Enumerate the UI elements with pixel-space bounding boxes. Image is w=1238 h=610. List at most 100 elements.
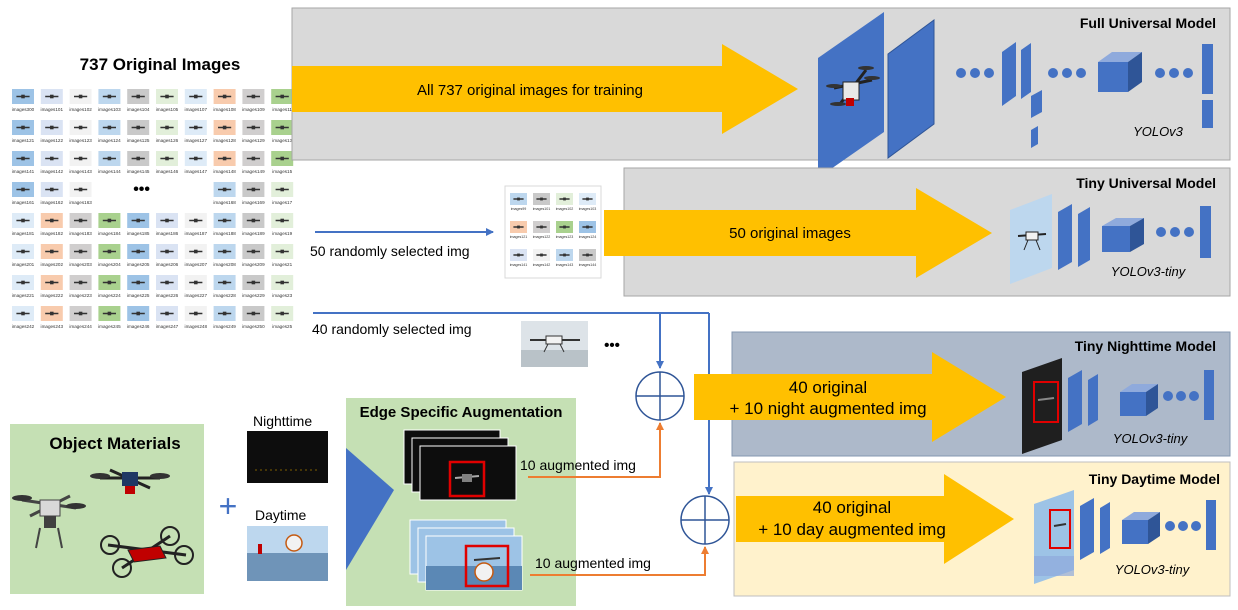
night-arrow-line2: + 10 night augmented img xyxy=(729,399,926,418)
image-thumbnail-label: images148 xyxy=(213,169,236,174)
image-thumbnail-label: images142 xyxy=(533,263,551,267)
image-thumbnail-label: images247 xyxy=(156,324,179,329)
image-thumbnail-label: images201 xyxy=(12,262,35,267)
image-thumbnail: images143 xyxy=(556,249,573,267)
image-thumbnail: images223 xyxy=(69,275,92,298)
full-model-network-label: YOLOv3 xyxy=(1133,124,1184,139)
image-thumbnail: images126 xyxy=(156,120,179,143)
image-thumbnail-label: images141 xyxy=(510,263,528,267)
image-thumbnail: images246 xyxy=(127,306,150,329)
image-thumbnail-label: images109 xyxy=(242,107,265,112)
image-thumbnail-label: images185 xyxy=(127,231,150,236)
image-thumbnail-label: images229 xyxy=(242,293,265,298)
forty-input-label: 40 randomly selected img xyxy=(312,321,472,337)
drone-image xyxy=(1017,231,1047,251)
daytime-label: Daytime xyxy=(255,507,307,523)
image-thumbnail-label: images223 xyxy=(69,293,92,298)
image-thumbnail-label: images226 xyxy=(156,293,179,298)
tiny-universal-title: Tiny Universal Model xyxy=(1076,175,1216,191)
forty-sample-image xyxy=(521,321,588,367)
image-thumbnail-label: images244 xyxy=(69,324,92,329)
image-thumbnail-label: images122 xyxy=(41,138,64,143)
image-thumbnail-label: images13 xyxy=(272,138,292,143)
image-thumbnail: images146 xyxy=(156,151,179,174)
full-model-arrow-label: All 737 original images for training xyxy=(417,82,643,99)
image-thumbnail: images228 xyxy=(213,275,236,298)
image-thumbnail-label: images248 xyxy=(185,324,208,329)
image-thumbnail: images141 xyxy=(12,151,35,174)
full-model-arrow xyxy=(292,44,798,134)
image-thumbnail-label: images129 xyxy=(242,138,265,143)
image-thumbnail-label: images206 xyxy=(156,262,179,267)
image-thumbnail: images122 xyxy=(533,221,550,239)
image-thumbnail-label: images144 xyxy=(98,169,121,174)
source-title: 737 Original Images xyxy=(80,55,241,74)
night-model-arrow xyxy=(694,352,1006,442)
image-thumbnail-label: images227 xyxy=(185,293,208,298)
image-thumbnail-label: images161 xyxy=(12,200,35,205)
image-thumbnail: images128 xyxy=(213,120,236,143)
image-thumbnail: images17 xyxy=(271,182,294,205)
image-thumbnail: images143 xyxy=(69,151,92,174)
image-thumbnail: images186 xyxy=(156,213,179,236)
night-arrow-line1: 40 original xyxy=(789,378,867,397)
image-thumbnail-label: images204 xyxy=(98,262,121,267)
image-thumbnail: images300 xyxy=(12,89,35,112)
day-model-arrow xyxy=(736,474,1014,564)
image-thumbnail-label: images146 xyxy=(156,169,179,174)
image-thumbnail: images102 xyxy=(69,89,92,112)
yolov3-tiny-network xyxy=(1010,194,1211,284)
image-thumbnail: images144 xyxy=(579,249,597,267)
image-thumbnail: images161 xyxy=(12,182,35,205)
plus-sign: + xyxy=(219,488,238,524)
tiny-universal-network-label: YOLOv3-tiny xyxy=(1111,264,1187,279)
image-thumbnail-label: images11 xyxy=(272,107,292,112)
image-thumbnail-label: images207 xyxy=(185,262,208,267)
image-thumbnail-label: images121 xyxy=(510,235,528,239)
image-thumbnail: images123 xyxy=(69,120,92,143)
drone-image xyxy=(90,468,170,494)
image-thumbnail: images168 xyxy=(213,182,236,205)
image-thumbnail-label: images23 xyxy=(272,293,292,298)
image-thumbnail-label: images144 xyxy=(579,263,597,267)
drone-image xyxy=(826,66,880,106)
image-thumbnail: images189 xyxy=(242,213,265,236)
image-thumbnail: images207 xyxy=(185,244,208,267)
image-thumbnail: images204 xyxy=(98,244,121,267)
image-thumbnail: images182 xyxy=(41,213,63,236)
image-thumbnail: images202 xyxy=(41,244,63,267)
image-thumbnail-label: images126 xyxy=(156,138,179,143)
grid-ellipsis: ••• xyxy=(133,181,150,198)
image-thumbnail: images109 xyxy=(242,89,265,112)
full-model-title: Full Universal Model xyxy=(1080,15,1216,31)
image-thumbnail-label: images245 xyxy=(98,324,121,329)
image-thumbnail-label: images21 xyxy=(272,262,292,267)
image-thumbnail: images102 xyxy=(556,193,573,211)
image-thumbnail-label: images103 xyxy=(98,107,121,112)
image-thumbnail: images229 xyxy=(242,275,265,298)
image-thumbnail-label: images225 xyxy=(127,293,150,298)
image-thumbnail-label: images15 xyxy=(272,169,292,174)
image-thumbnail-label: images250 xyxy=(242,324,265,329)
image-thumbnail: images141 xyxy=(510,249,528,267)
day-augmented-stack xyxy=(409,519,523,591)
image-thumbnail: images227 xyxy=(185,275,208,298)
image-thumbnail: images124 xyxy=(98,120,121,143)
image-thumbnail: images162 xyxy=(41,182,63,205)
image-thumbnail-label: images104 xyxy=(127,107,150,112)
image-thumbnail: images184 xyxy=(98,213,121,236)
night-model-network-label: YOLOv3-tiny xyxy=(1113,431,1189,446)
image-thumbnail-label: images222 xyxy=(41,293,64,298)
image-thumbnail-label: images105 xyxy=(156,107,179,112)
night-augmented-label: 10 augmented img xyxy=(520,457,636,473)
image-thumbnail-label: images181 xyxy=(12,231,35,236)
night-augmented-connector xyxy=(528,422,664,478)
image-thumbnail-label: images184 xyxy=(98,231,121,236)
image-thumbnail: images209 xyxy=(242,244,265,267)
image-thumbnail-label: images124 xyxy=(98,138,121,143)
night-augmented-stack xyxy=(403,429,517,501)
image-thumbnail: images129 xyxy=(242,120,265,143)
image-thumbnail-label: images221 xyxy=(12,293,35,298)
